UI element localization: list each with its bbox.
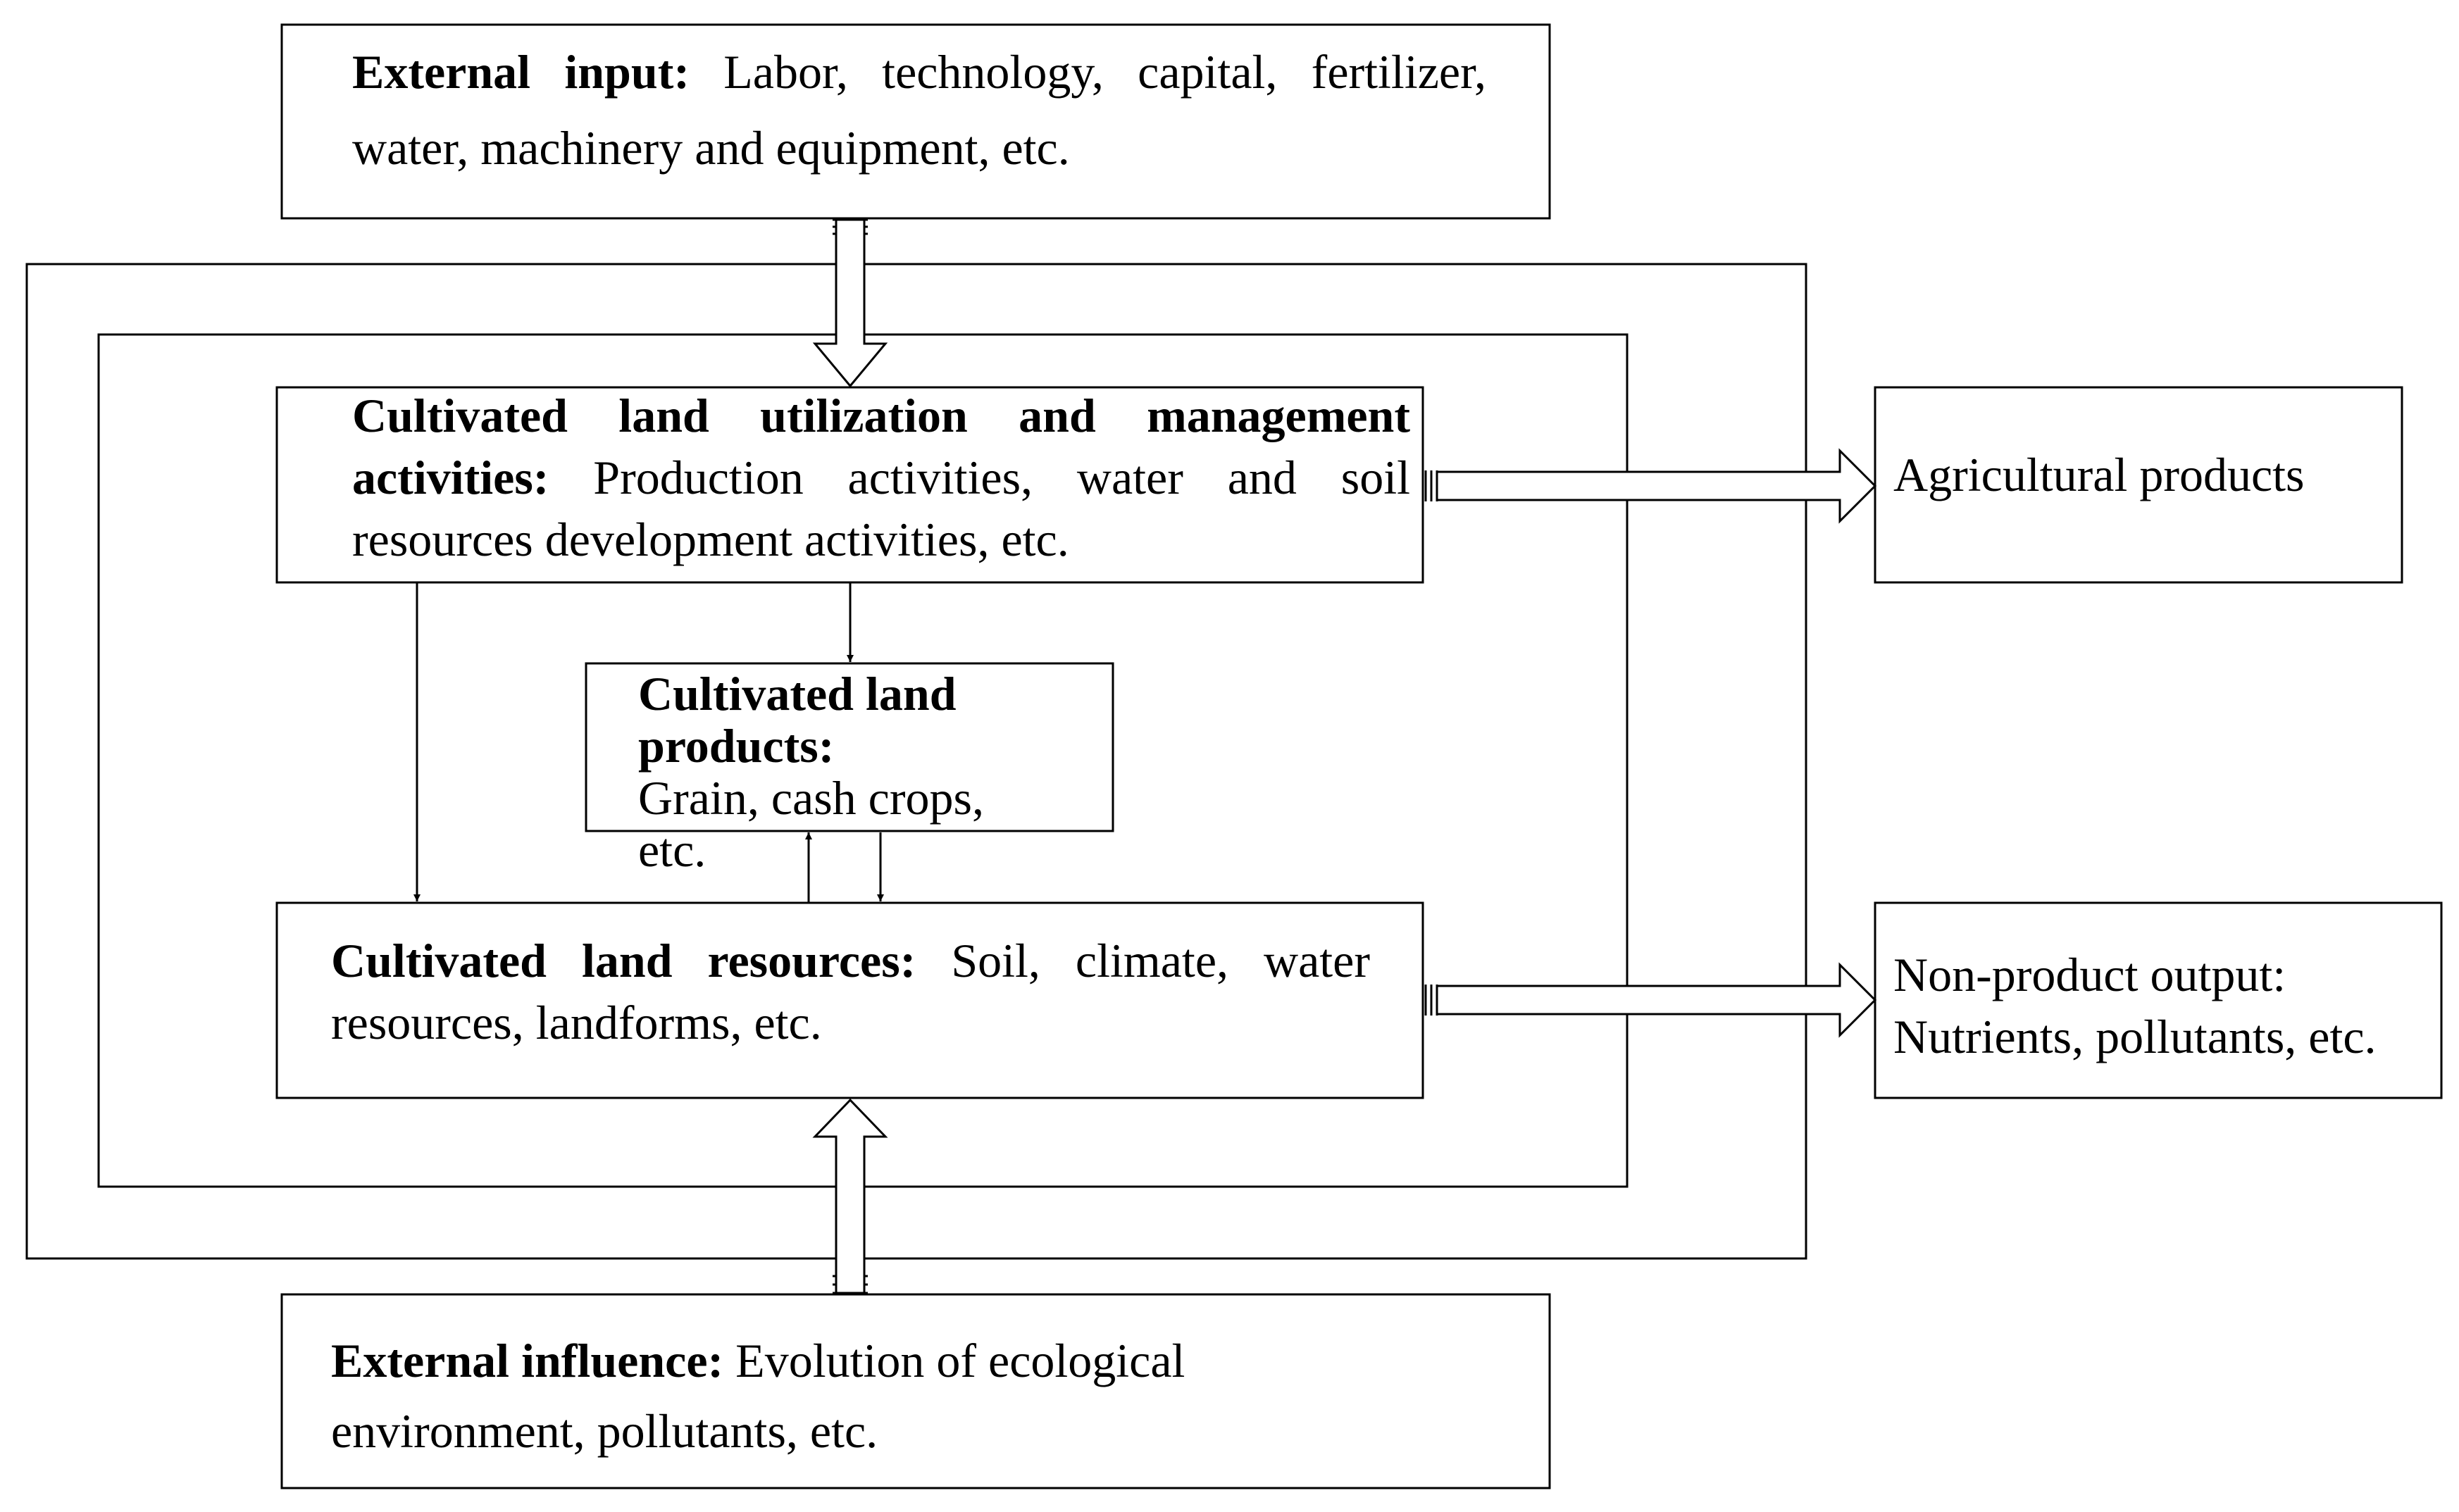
land-products-label: Cultivated land products: — [638, 667, 957, 773]
external-influence-description: Evolution of ecological environment, pol… — [331, 1334, 1185, 1458]
land-products-description: Grain, cash crops, etc. — [638, 771, 984, 877]
hollow-arrow-to-agricultural-products — [1424, 448, 1877, 524]
external-influence-label: External influence: — [331, 1334, 724, 1387]
management-activities-label: Cultivated land utilization and manageme… — [352, 389, 1410, 504]
management-activities-description: Production activities, water and soil re… — [352, 451, 1410, 566]
non-product-output-description: Nutrients, pollutants, etc. — [1893, 1010, 2377, 1063]
management-activities-box — [275, 386, 1424, 584]
hollow-arrow-influence-up — [812, 1098, 888, 1294]
non-product-output-box — [1874, 901, 2443, 1099]
management-activities-text: Cultivated land utilization and manageme… — [352, 385, 1410, 570]
external-influence-box — [280, 1293, 1551, 1489]
non-product-output-title: Non-product output: — [1893, 948, 2286, 1001]
land-resources-box — [275, 901, 1424, 1099]
land-resources-description: Soil, climate, water resources, landform… — [331, 934, 1370, 1049]
external-input-box — [280, 23, 1551, 220]
external-input-text: External input: Labor, technology, capit… — [352, 34, 1486, 186]
non-product-output-text: Non-product output: Nutrients, pollutant… — [1893, 944, 2429, 1068]
external-input-label: External input: — [352, 45, 690, 99]
land-resources-label: Cultivated land resources: — [331, 934, 916, 987]
external-input-description: Labor, technology, capital, fertilizer, … — [352, 45, 1487, 175]
hollow-arrow-input-down — [812, 218, 888, 388]
land-products-text: Cultivated land products: Grain, cash cr… — [638, 668, 1061, 876]
agricultural-products-box — [1874, 386, 2403, 584]
hollow-arrow-to-non-product-output — [1424, 962, 1877, 1038]
agricultural-products-text: Agricultural products — [1893, 448, 2305, 501]
land-resources-text: Cultivated land resources: Soil, climate… — [331, 930, 1370, 1054]
outer-system-frame — [25, 263, 1807, 1260]
land-products-box — [585, 662, 1114, 832]
external-influence-text: External influence: Evolution of ecologi… — [331, 1325, 1317, 1466]
